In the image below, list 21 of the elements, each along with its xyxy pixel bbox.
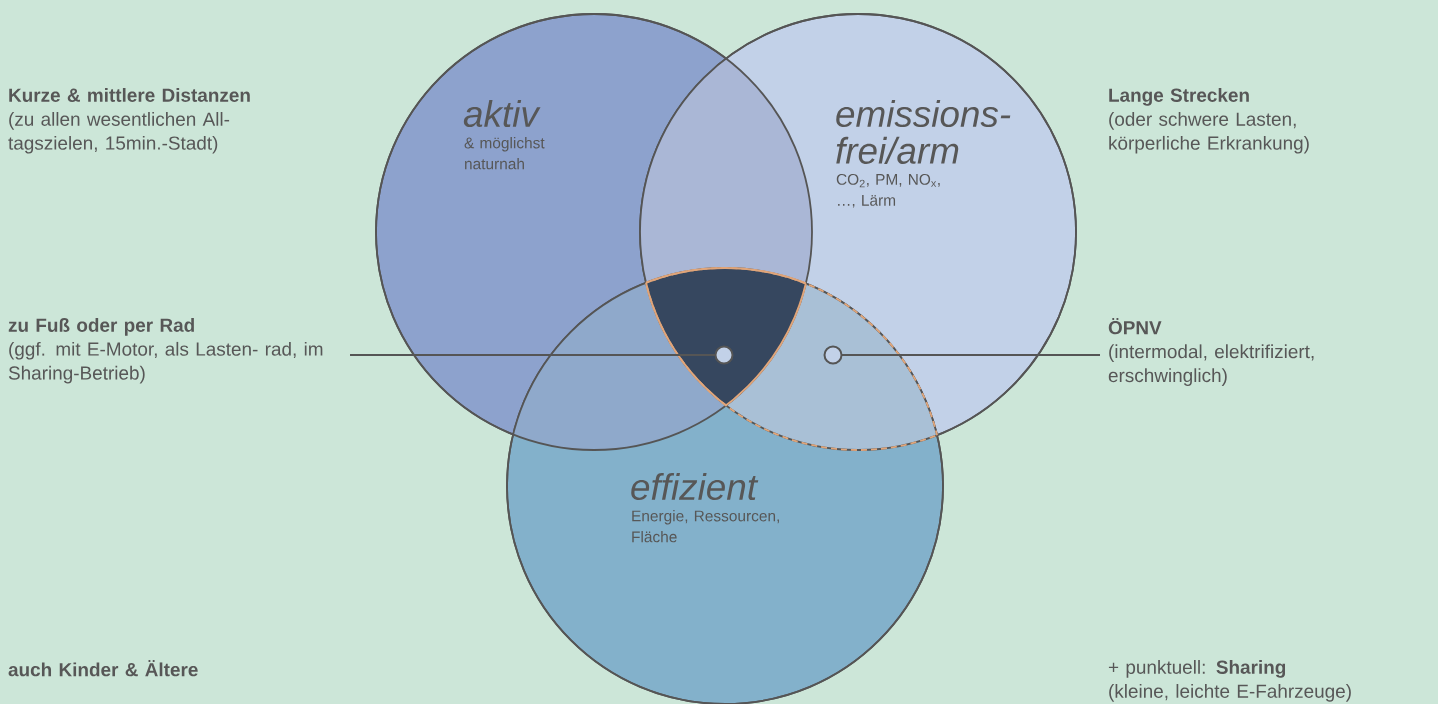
description: (ggf. mit E-Motor, als Lasten- rad, im Sharing-Betrieb) bbox=[8, 341, 323, 384]
circle-title: emissions- frei/arm bbox=[836, 100, 1011, 164]
heading: ÖPNV bbox=[1108, 318, 1162, 335]
note-text: (kleine, leichte E-Fahrzeuge) bbox=[1109, 684, 1351, 702]
note-text: Kurze & mittlere Distanzen bbox=[9, 88, 250, 102]
leader-line bbox=[349, 354, 717, 356]
circle-title: effizient bbox=[631, 473, 759, 501]
note-text: (zu allen wesentlichen All- tagszielen, 15min.-Stadt) bbox=[8, 112, 230, 154]
note-text: + punktuell: Sharing bbox=[1108, 660, 1286, 678]
description: (intermodal, elektrifiziert, erschwinglich) bbox=[1108, 344, 1314, 386]
heading: zu Fuß oder per Rad bbox=[8, 318, 194, 336]
note-text: auch Kinder & Ältere bbox=[8, 660, 198, 677]
circle-description: & möglichst naturnah bbox=[464, 137, 545, 170]
note-text: (oder schwere Lasten, körperliche Erkrankung) bbox=[1109, 112, 1309, 154]
leader-line bbox=[840, 354, 1101, 356]
dot-marker bbox=[823, 345, 843, 365]
circle-description: Energie, Ressourcen, Fläche bbox=[632, 510, 779, 543]
dot-marker bbox=[714, 345, 734, 365]
circle-title: aktiv bbox=[463, 100, 541, 128]
circle-description: CO$_{2}$, PM, NO$_{x}$, …, Lärm bbox=[836, 173, 940, 208]
note-text: Lange Strecken bbox=[1109, 88, 1249, 106]
